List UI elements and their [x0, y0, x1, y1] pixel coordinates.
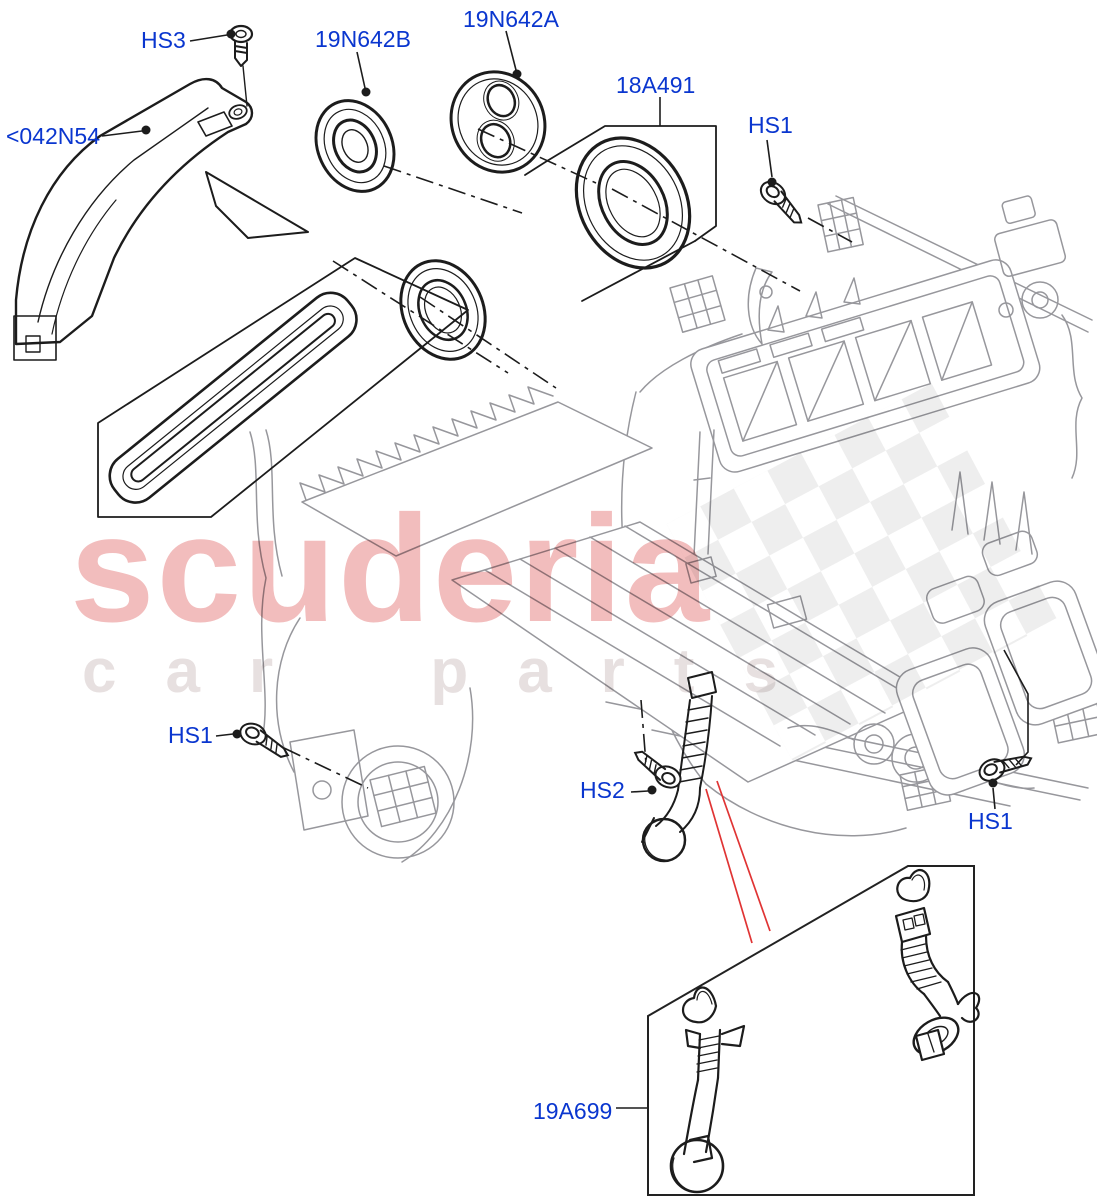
part-code-hs1-right[interactable]: HS1 — [968, 808, 1013, 834]
part-code-19N642B[interactable]: 19N642B — [315, 26, 411, 52]
screw-hs1-top — [754, 176, 813, 227]
part-code-19N642A[interactable]: 19N642A — [463, 6, 559, 32]
vent-bezels — [895, 530, 1097, 796]
part-code-hs1-top[interactable]: HS1 — [748, 112, 793, 138]
part-code-hs2[interactable]: HS2 — [580, 777, 625, 803]
distribution-tray — [690, 259, 1041, 473]
screw-hs2 — [626, 748, 686, 793]
red-pointer-lines — [705, 780, 771, 944]
drain-hose-inset-right — [894, 869, 981, 1062]
ring-seal-small — [399, 259, 487, 361]
assembly-axis-lines — [283, 128, 853, 789]
inset-detail-box — [647, 865, 981, 1196]
part-code-042N54[interactable]: <042N54 — [6, 123, 100, 149]
part-code-19A699[interactable]: 19A699 — [533, 1098, 613, 1124]
grommet-19N642A — [449, 70, 547, 174]
part-code-hs1-left[interactable]: HS1 — [168, 722, 213, 748]
part-code-18A491[interactable]: 18A491 — [616, 72, 696, 98]
seal-18A491 — [524, 125, 717, 302]
side-duct-042N54 — [13, 77, 309, 361]
drain-hose-inset-left — [669, 986, 746, 1194]
sealing-strip — [97, 257, 469, 518]
grommet-19N642B — [314, 99, 396, 193]
hvac-housing-drawing — [249, 195, 1097, 863]
part-code-hs3[interactable]: HS3 — [141, 27, 186, 53]
